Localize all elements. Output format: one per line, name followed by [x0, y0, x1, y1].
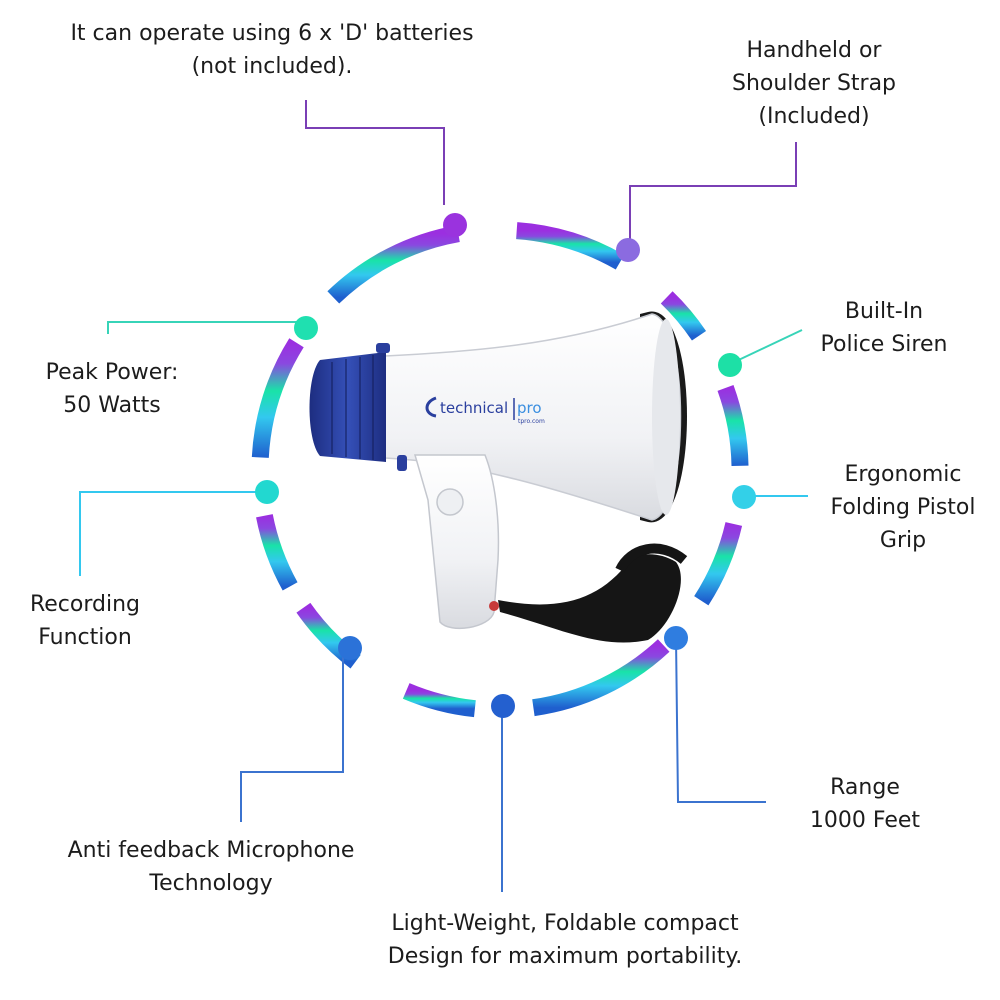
feature-line: Built-In	[844, 299, 924, 324]
ring-segment	[402, 683, 476, 718]
leader-strap	[629, 142, 797, 240]
feature-line: Peak Power:	[45, 360, 179, 385]
feature-label-grip: Ergonomic Folding Pistol Grip	[831, 458, 976, 557]
feature-label-batteries: It can operate using 6 x 'D' batteries (…	[70, 17, 473, 83]
megaphone-trigger-top	[376, 343, 390, 353]
feature-line: 1000 Feet	[809, 808, 921, 833]
ring-segment	[660, 291, 707, 341]
leader-lines	[79, 100, 808, 892]
dot-grip	[732, 485, 756, 509]
feature-line: (not included).	[191, 54, 353, 79]
megaphone-trigger-bottom	[397, 455, 407, 471]
brand-swoosh-icon	[425, 396, 437, 418]
feature-label-power: Peak Power: 50 Watts	[46, 356, 179, 422]
feature-line: It can operate using 6 x 'D' batteries	[70, 21, 474, 46]
megaphone-strap	[498, 554, 681, 643]
megaphone-mouthpiece	[309, 352, 386, 462]
feature-line: Handheld or	[746, 38, 882, 63]
feature-line: Design for maximum portability.	[387, 944, 743, 969]
dot-range	[664, 626, 688, 650]
feature-line: Recording	[29, 592, 141, 617]
megaphone-bell-face	[652, 319, 680, 515]
brand-accent: pro	[517, 399, 542, 417]
mouthpiece-ribs	[331, 355, 374, 460]
dot-power	[294, 316, 318, 340]
megaphone-illustration: technical pro tpro.com	[309, 311, 688, 643]
ring-segment	[251, 338, 304, 458]
leader-range	[675, 637, 766, 803]
strap-clip	[489, 601, 499, 611]
dot-portability	[491, 694, 515, 718]
ring-segment	[532, 639, 670, 717]
megaphone-horn	[384, 313, 682, 521]
leader-recording	[79, 491, 258, 576]
dot-batteries	[443, 213, 467, 237]
feature-line: Folding Pistol	[830, 495, 976, 520]
feature-line: Grip	[879, 528, 927, 553]
feature-line: (Included)	[758, 104, 870, 129]
handle-hinge	[436, 488, 464, 516]
leader-microphone	[240, 647, 351, 822]
brand-url: tpro.com	[518, 418, 545, 425]
dot-microphone	[338, 636, 362, 660]
anchor-dots	[255, 213, 756, 718]
feature-label-portability: Light-Weight, Foldable compact Design fo…	[388, 907, 742, 973]
feature-line: Ergonomic	[844, 462, 962, 487]
feature-line: Police Siren	[820, 332, 948, 357]
ring-segment	[327, 225, 460, 304]
ring-segment	[717, 384, 749, 467]
feature-line: Light-Weight, Foldable compact	[391, 911, 739, 936]
strap-loop	[615, 543, 688, 573]
feature-label-siren: Built-In Police Siren	[821, 295, 948, 361]
feature-label-recording: Recording Function	[30, 588, 140, 654]
brand-word: technical	[440, 399, 508, 417]
ring-segment	[694, 521, 743, 606]
dot-recording	[255, 480, 279, 504]
feature-line: Range	[830, 775, 900, 800]
feature-line: 50 Watts	[63, 393, 161, 418]
feature-line: Shoulder Strap	[731, 71, 897, 96]
feature-line: Function	[38, 625, 132, 650]
feature-line: Anti feedback Microphone	[67, 838, 355, 863]
dot-siren	[718, 353, 742, 377]
ring-segment	[256, 514, 298, 591]
feature-label-range: Range 1000 Feet	[810, 771, 920, 837]
leader-batteries	[305, 100, 445, 205]
leader-power	[107, 321, 300, 334]
feature-line: Technology	[149, 871, 273, 896]
dot-strap	[616, 238, 640, 262]
megaphone-handle	[414, 454, 500, 630]
feature-label-microphone: Anti feedback Microphone Technology	[68, 834, 355, 900]
feature-label-strap: Handheld or Shoulder Strap (Included)	[732, 34, 896, 133]
ring-segment	[515, 222, 625, 270]
